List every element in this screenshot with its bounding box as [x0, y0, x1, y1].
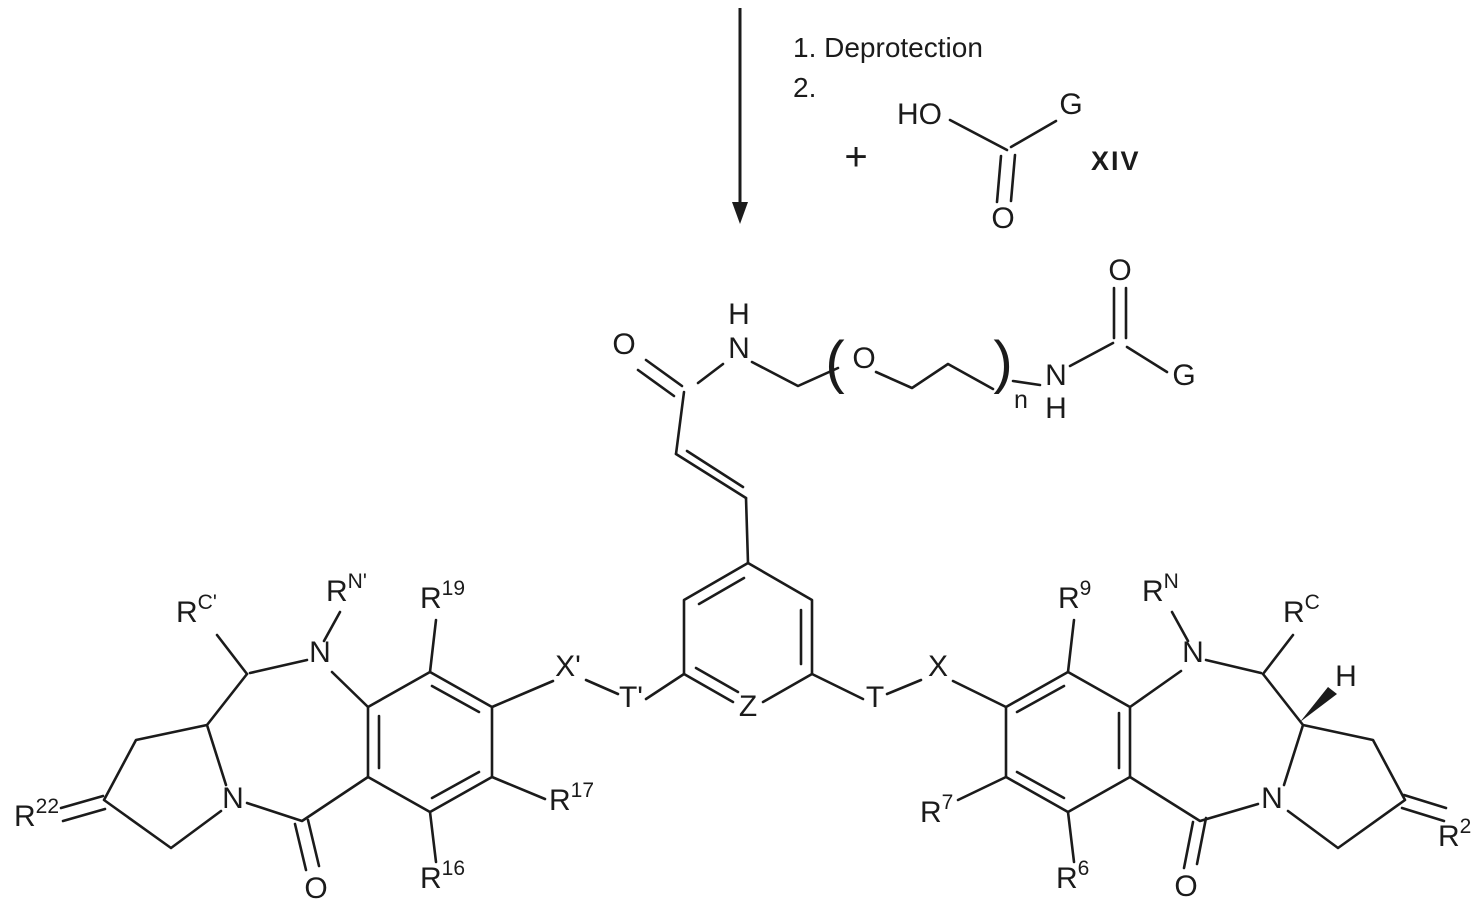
- right-lactam-oxygen-label: O: [1174, 870, 1197, 903]
- left-pbd-monomer: N N O RC' RN' R19 R17 R16 R22: [14, 570, 594, 905]
- right-r7-label: R7: [920, 791, 953, 829]
- t-prime-label: T': [619, 681, 643, 714]
- left-diazepine-ring-bonds: [205, 658, 370, 823]
- carbamate-nitrogen-label: N: [1045, 359, 1067, 392]
- reaction-conditions: 1. Deprotection 2. + HO O G XIV: [732, 8, 1141, 235]
- carbamate-hydrogen-label: H: [1045, 392, 1067, 425]
- reaction-step-1-label: 1. Deprotection: [793, 32, 983, 63]
- right-substituent-bonds: [956, 610, 1295, 864]
- terminal-g-label: G: [1172, 359, 1195, 392]
- amide-hydrogen-label: H: [728, 298, 750, 331]
- right-r2-label: R2: [1438, 815, 1471, 853]
- left-r16-label: R16: [420, 857, 465, 895]
- left-r22-label: R22: [14, 795, 59, 833]
- reagent-carbonyl-double-bond: [995, 153, 1017, 204]
- product-structure: O H N ( O ) n N H O G Z T' X' T X: [14, 254, 1471, 905]
- repeat-subscript-label: n: [1014, 386, 1028, 414]
- right-benzo-ring-bonds: [1004, 670, 1132, 814]
- right-n4-label: N: [1261, 782, 1283, 815]
- left-substituent-bonds: [215, 610, 547, 864]
- open-paren: (: [825, 330, 844, 395]
- hydroxyl-label: HO: [897, 98, 942, 131]
- left-rn-label: RN': [326, 570, 367, 608]
- amide-nitrogen-bonds: [696, 360, 840, 388]
- central-ring-aromatic-inner-bonds: [694, 576, 803, 694]
- peg-oxygen-label: O: [852, 342, 875, 375]
- left-lactam-carbonyl-double-bond: [293, 818, 321, 872]
- left-r19-label: R19: [420, 577, 465, 615]
- t-label: T: [866, 681, 884, 714]
- reagent-oxygen-label: O: [991, 202, 1014, 235]
- right-benzo-aromatic-inner-bonds: [1015, 684, 1121, 800]
- left-benzo-ring-bonds: [366, 670, 494, 814]
- right-pbd-monomer: N N O H R9 RN RC R7 R6 R2: [920, 570, 1471, 903]
- central-ring-bonds: [682, 561, 814, 704]
- central-aryl-ring: Z T' X' T X: [490, 561, 1008, 723]
- right-r9-label: R9: [1058, 577, 1091, 615]
- compound-number-label: XIV: [1091, 146, 1141, 176]
- plus-sign: +: [844, 135, 867, 179]
- left-benzo-aromatic-inner-bonds: [377, 684, 481, 800]
- reagent-bonds: [948, 118, 1058, 152]
- x-prime-label: X': [555, 650, 581, 683]
- linker-chain: O H N ( O ) n N H O G: [612, 254, 1196, 565]
- vinyl-double-bond: [674, 449, 748, 500]
- reaction-step-2-label: 2.: [793, 72, 816, 103]
- reaction-arrowhead-icon: [732, 202, 748, 224]
- right-diazepine-ring-bonds: [1128, 658, 1305, 823]
- right-lactam-carbonyl-double-bond: [1182, 816, 1208, 870]
- right-stereo-h-label: H: [1335, 660, 1357, 693]
- amide-carbonyl-double-bond: [636, 358, 684, 398]
- vinyl-single-bonds: [674, 390, 750, 565]
- right-n10-label: N: [1182, 636, 1204, 669]
- left-rc-label: RC': [176, 591, 217, 629]
- carbamate-bonds: [1068, 341, 1169, 374]
- right-exocyclic-double-bond: [1400, 793, 1448, 823]
- left-lactam-oxygen-label: O: [304, 872, 327, 905]
- x-label: X: [928, 650, 948, 683]
- right-r6-label: R6: [1056, 857, 1089, 895]
- left-n4-label: N: [222, 782, 244, 815]
- amide-nitrogen-label: N: [728, 332, 750, 365]
- left-pyrrolidine-ring-bonds: [102, 723, 223, 850]
- right-pyrrolidine-ring-bonds: [1286, 723, 1407, 850]
- amide-oxygen-label: O: [612, 328, 635, 361]
- stereo-wedge-bond: [1300, 687, 1337, 722]
- close-paren: ): [993, 330, 1012, 395]
- terminal-oxygen-label: O: [1108, 254, 1131, 287]
- peg-chain-bonds: [874, 362, 1042, 391]
- right-rc-label: RC: [1283, 591, 1320, 629]
- reagent-xiv: HO O G XIV: [897, 88, 1141, 235]
- z-atom-label: Z: [739, 690, 757, 723]
- reagent-g-label: G: [1059, 88, 1082, 121]
- left-n10-label: N: [309, 636, 331, 669]
- central-ring-connection-bonds: [490, 672, 1008, 709]
- right-rn-label: RN: [1142, 570, 1179, 608]
- terminal-carbonyl-double-bond: [1112, 286, 1128, 340]
- left-exocyclic-double-bond: [59, 794, 107, 823]
- left-r17-label: R17: [549, 779, 594, 817]
